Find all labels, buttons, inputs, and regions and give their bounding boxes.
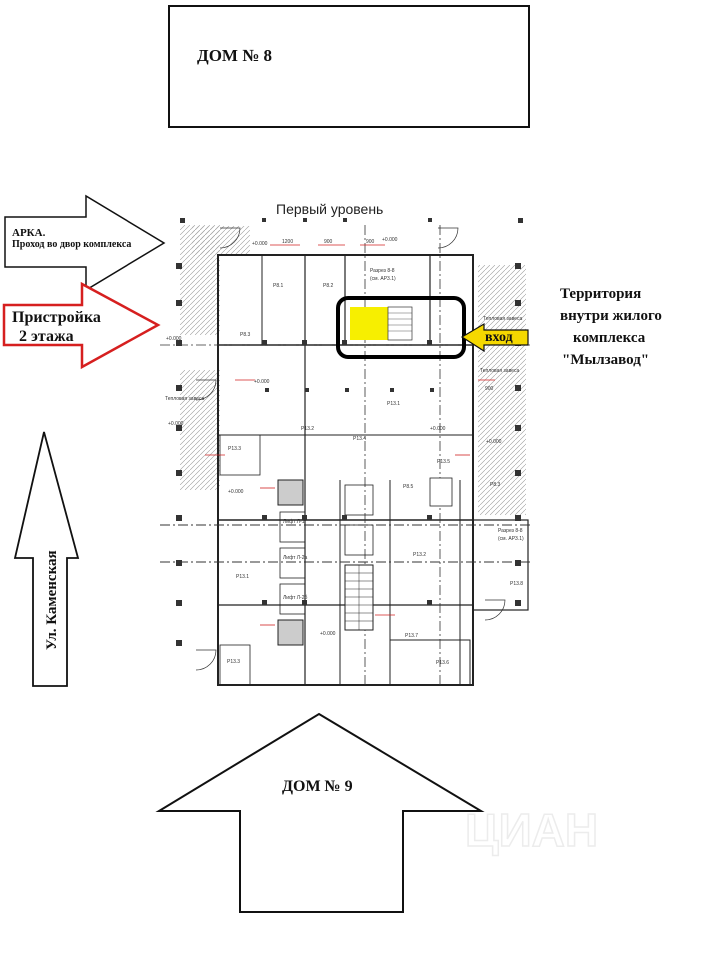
- dim: 900: [324, 239, 333, 245]
- hatch-top-left: [192, 226, 250, 256]
- room-box-b: [219, 644, 251, 686]
- room-tag: Р13.3: [227, 659, 240, 665]
- lift-box-3: [279, 583, 306, 615]
- room-tag: Р13.1: [236, 574, 249, 580]
- territory-label-4: "Мылзавод": [562, 352, 649, 368]
- annex-arrow: [2, 281, 161, 370]
- territory-label-1: Территория: [560, 286, 641, 302]
- territory-label-2: внутри жилого: [560, 308, 662, 324]
- hatch-left-mid: [180, 370, 220, 490]
- territory-label-3: комплекса: [573, 330, 646, 346]
- level-mark: +0.000: [430, 426, 446, 432]
- lift-shaft-1: [277, 479, 304, 506]
- lift-shaft-2: [277, 619, 304, 646]
- arch-label-2: Проход во двор комплекса: [12, 239, 131, 250]
- lift-box-1: [279, 511, 306, 543]
- entrance-arrow: [460, 322, 529, 353]
- room-tag: Р13.5: [437, 459, 450, 465]
- room-box-a: [219, 434, 261, 476]
- section-label: Разрез 8-8: [498, 528, 523, 534]
- annex-label-1: Пристройка: [12, 309, 101, 326]
- house-8-box: [168, 5, 530, 128]
- level-mark: +0.000: [382, 237, 398, 243]
- room-tag: Р8.3: [240, 332, 251, 338]
- doors: [195, 227, 506, 671]
- level-mark: +0.000: [254, 379, 270, 385]
- floor-title: Первый уровень: [276, 201, 383, 217]
- level-mark: +0.000: [166, 336, 182, 342]
- room-tag: Р13.3: [228, 446, 241, 452]
- highlighted-stair: [387, 306, 413, 341]
- stair-2: [429, 477, 453, 507]
- dim: 1200: [282, 239, 293, 245]
- lift-label: Лифт Л-2б: [283, 595, 307, 601]
- room-tag: Р13.2: [301, 426, 314, 432]
- section-label: (см. АР3.1): [498, 536, 524, 542]
- stair-1-steps: [345, 565, 373, 630]
- entrance-highlight-outline: [336, 296, 466, 359]
- house-9-arrow: [155, 712, 485, 913]
- highlighted-stair-steps: [388, 312, 412, 332]
- room-tag: Р13.8: [510, 581, 523, 587]
- watermark: ЦИАН: [465, 804, 598, 856]
- red-dim-marks: [205, 244, 495, 626]
- floor-plan: +0.000 +0.000 +0.000 +0.000 +0.000 +0.00…: [160, 218, 530, 686]
- lift-label: Лифт Л-2а: [283, 555, 307, 561]
- room-tag: Р13.6: [436, 660, 449, 666]
- room-tag: Р8.2: [323, 283, 334, 289]
- street-arrow: [13, 431, 80, 687]
- house-8-label: ДОМ № 8: [197, 46, 272, 65]
- lift-label: Лифт Л-1: [283, 519, 305, 525]
- room-tag: Р13.7: [405, 633, 418, 639]
- room-tag: Р13.1: [387, 401, 400, 407]
- right-wing: [472, 519, 529, 611]
- annex-label-2: 2 этажа: [19, 328, 74, 345]
- entrance-label: вход: [485, 330, 513, 345]
- lift-box-2: [279, 547, 306, 579]
- columns: [176, 218, 523, 646]
- room-tag: Р8.3: [490, 482, 501, 488]
- level-mark: +0.000: [228, 489, 244, 495]
- room-tag: Р13.4: [353, 436, 366, 442]
- room-tag: Р13.2: [413, 552, 426, 558]
- highlighted-area: [350, 307, 388, 340]
- level-mark: +0.000: [320, 631, 336, 637]
- arch-label-1: АРКА.: [12, 227, 46, 239]
- lower-right: [389, 639, 471, 686]
- plan-texts: +0.000 +0.000 +0.000 +0.000 +0.000 +0.00…: [165, 237, 524, 666]
- arch-arrow: [4, 194, 166, 292]
- room-tag: Р8.1: [273, 283, 284, 289]
- street-label: Ул. Каменская: [44, 550, 60, 650]
- level-mark: +0.000: [168, 421, 184, 427]
- section-label: (см. АР3.1): [370, 276, 396, 282]
- curtain-label: Тепловая завеса: [483, 316, 522, 322]
- dim: 900: [366, 239, 375, 245]
- house-9-label: ДОМ № 9: [282, 778, 353, 795]
- level-mark: +0.000: [252, 241, 268, 247]
- level-mark: +0.000: [486, 439, 502, 445]
- curtain-label: Тепловая завеса: [480, 368, 519, 374]
- room-tag: Р8.5: [403, 484, 414, 490]
- curtain-label: Тепловая завеса: [165, 396, 204, 402]
- room-box-d: [344, 484, 374, 516]
- room-box-c: [344, 524, 374, 556]
- dim: 900: [485, 386, 494, 392]
- section-label: Разрез 8-8: [370, 268, 395, 274]
